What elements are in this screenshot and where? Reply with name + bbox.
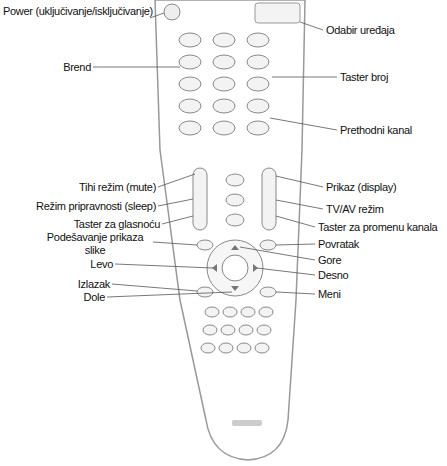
number-key <box>179 55 201 69</box>
callout-label: Tihi režim (mute) <box>79 181 156 194</box>
number-key <box>247 99 269 113</box>
number-key <box>247 77 269 91</box>
function-key <box>201 343 215 353</box>
callout-label: Odabir uređaja <box>326 24 395 37</box>
callout-label: Brend <box>63 61 91 74</box>
function-key <box>203 325 217 335</box>
callout-label: Taster za glasnoću <box>74 218 160 231</box>
callout-label: Izlazak <box>78 278 110 291</box>
callout-label: Režim pripravnosti (sleep) <box>36 200 156 213</box>
callout-label: Taster za promenu kanala <box>318 221 437 234</box>
function-key <box>223 307 237 317</box>
callout-label: Prikaz (display) <box>326 181 396 194</box>
function-key <box>259 307 273 317</box>
callout-label: Power (uključivanje/isključivanje) <box>2 5 154 18</box>
callout-label: Dole <box>84 291 105 304</box>
callout-label: Prethodni kanal <box>340 124 412 137</box>
callout-label: Gore <box>318 254 341 267</box>
number-key <box>179 121 201 135</box>
callout-label: Podešavanje prikaza slike <box>39 231 151 257</box>
callout-label: Meni <box>318 288 341 301</box>
function-key <box>237 343 251 353</box>
function-key <box>255 343 269 353</box>
number-key <box>247 55 269 69</box>
callout-label: Levo <box>90 258 113 271</box>
function-key <box>205 307 219 317</box>
callout-label: TV/AV režim <box>326 203 384 216</box>
callout-label: Taster broj <box>340 71 388 84</box>
number-key <box>213 77 235 91</box>
callout-label: Desno <box>318 269 348 282</box>
number-key <box>179 77 201 91</box>
number-key <box>247 121 269 135</box>
number-key <box>213 99 235 113</box>
number-key <box>179 33 201 47</box>
function-key <box>241 307 255 317</box>
function-key <box>221 325 235 335</box>
number-key <box>179 99 201 113</box>
number-key <box>247 33 269 47</box>
number-key <box>213 121 235 135</box>
number-key <box>213 33 235 47</box>
function-key <box>239 325 253 335</box>
function-key <box>219 343 233 353</box>
function-key <box>257 325 271 335</box>
number-key <box>213 55 235 69</box>
callout-label: Povratak <box>318 238 359 251</box>
